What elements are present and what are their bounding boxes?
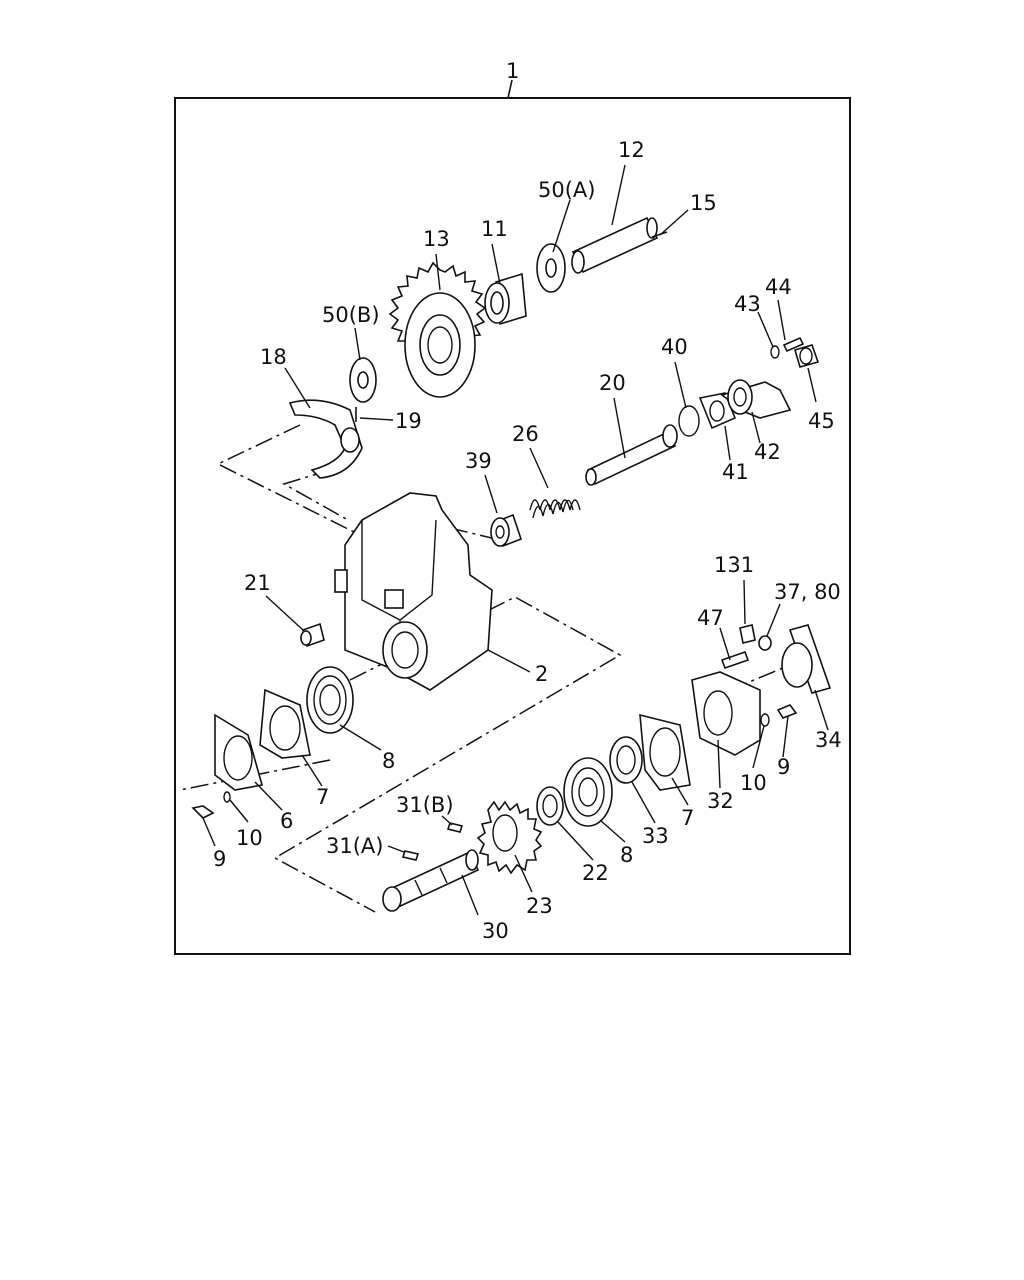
callout-7-right: 7 (681, 806, 694, 830)
stud-part-47 (720, 650, 750, 670)
callout-6: 6 (280, 809, 293, 833)
callout-50a: 50(A) (538, 178, 595, 202)
callout-9-right: 9 (777, 755, 790, 779)
callout-9-left: 9 (213, 847, 226, 871)
callout-31b: 31(B) (396, 793, 454, 817)
callout-21: 21 (244, 571, 271, 595)
collar-part-39 (490, 513, 522, 548)
washer-part-10-right (760, 713, 770, 727)
assembly-frame (174, 97, 851, 955)
bolt-part-9-right (776, 704, 798, 719)
callout-13: 13 (423, 227, 450, 251)
washer-part-50a (536, 243, 566, 293)
shift-rod-part-20 (585, 424, 678, 486)
callout-33: 33 (642, 824, 669, 848)
gear-part-13 (388, 261, 487, 398)
plug-part-21 (300, 622, 325, 648)
callout-labels: 1 12 15 50(A) 11 13 50(B) 18 19 44 43 45… (213, 59, 842, 943)
leader-lines (202, 164, 829, 916)
callout-41: 41 (722, 460, 749, 484)
callout-32: 32 (707, 789, 734, 813)
callout-23: 23 (526, 894, 553, 918)
retainer-part-32 (691, 671, 761, 756)
cover-part-34 (781, 624, 832, 694)
cover-plate-part-6 (214, 713, 264, 791)
spacer-part-22 (536, 786, 564, 826)
callout-34: 34 (815, 728, 842, 752)
callout-42: 42 (754, 440, 781, 464)
callout-20: 20 (599, 371, 626, 395)
callout-2: 2 (535, 662, 548, 686)
shift-fork-part-18 (288, 399, 363, 479)
output-shaft-part-30 (382, 849, 480, 912)
callout-43: 43 (734, 292, 761, 316)
callout-131: 131 (714, 553, 754, 577)
washer-part-10-left (223, 791, 231, 803)
callout-50b: 50(B) (322, 303, 380, 327)
spring-part-26 (529, 499, 581, 519)
callout-12: 12 (618, 138, 645, 162)
callout-8-left: 8 (382, 749, 395, 773)
callout-7-left: 7 (316, 785, 329, 809)
callout-30: 30 (482, 919, 509, 943)
shaft-part-12 (571, 216, 659, 274)
gear-part-23 (476, 800, 543, 875)
bolt-part-131 (739, 624, 756, 644)
callout-18: 18 (260, 345, 287, 369)
callout-19: 19 (395, 409, 422, 433)
fitting-part-45 (794, 344, 820, 368)
housing-part-2 (334, 492, 493, 691)
bearing-part-8-right (563, 757, 613, 827)
clip-part-43 (770, 345, 780, 359)
washer-part-50b (349, 357, 377, 403)
nut-part-37-80 (758, 635, 772, 651)
bolt-part-9-left (191, 805, 215, 819)
callout-40: 40 (661, 335, 688, 359)
key-part-31a (401, 850, 420, 861)
callout-8-right: 8 (620, 843, 633, 867)
callout-45: 45 (808, 409, 835, 433)
gasket-part-7-right (639, 713, 691, 791)
gasket-part-41 (698, 392, 737, 430)
pin-part-15 (651, 231, 668, 238)
callout-15: 15 (690, 191, 717, 215)
callout-39: 39 (465, 449, 492, 473)
bushing-part-11 (484, 272, 527, 326)
cover-part-42 (720, 379, 792, 419)
callout-11: 11 (481, 217, 508, 241)
callout-1: 1 (506, 59, 519, 83)
key-part-31b (446, 822, 464, 833)
snap-ring-part-40 (678, 405, 700, 437)
callout-10-right: 10 (740, 771, 767, 795)
callout-31a: 31(A) (326, 834, 383, 858)
callout-47: 47 (697, 606, 724, 630)
bearing-part-8-left (306, 666, 354, 734)
bolt-part-44 (782, 336, 805, 353)
callout-22: 22 (582, 861, 609, 885)
gasket-part-7-left (259, 688, 311, 759)
seal-part-33 (609, 736, 643, 784)
callout-10-left: 10 (236, 826, 263, 850)
callout-37-80: 37, 80 (774, 580, 841, 604)
callout-26: 26 (512, 422, 539, 446)
callout-44: 44 (765, 275, 792, 299)
